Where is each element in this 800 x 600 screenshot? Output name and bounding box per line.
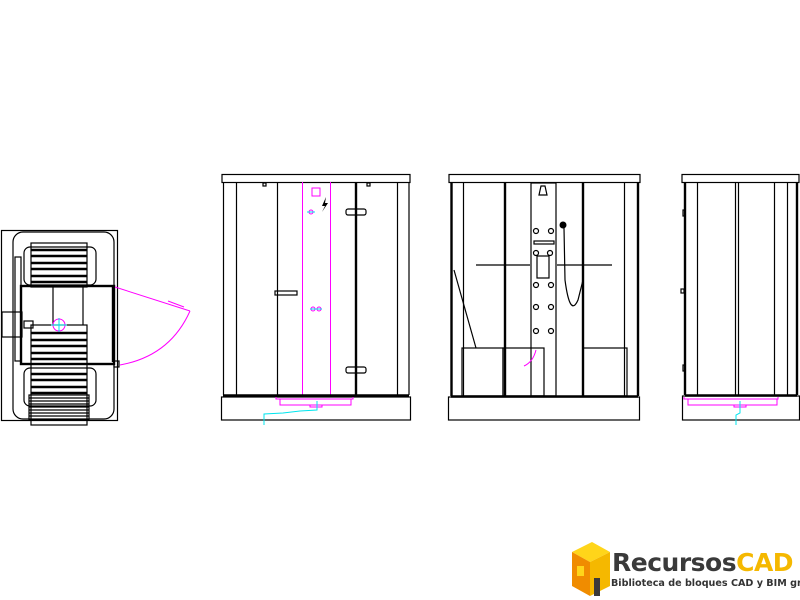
side-top-cap (681, 173, 800, 184)
rear-seat-left (461, 347, 504, 397)
plan-seat-top-frame (23, 246, 97, 286)
front-tray-base (220, 396, 412, 421)
rear-top-cap (448, 173, 641, 184)
door-swing-arc (114, 286, 191, 366)
logo-title-part2: CAD (736, 548, 794, 577)
front-hinge-top (345, 208, 367, 216)
logo-title-part1: Recursos (612, 548, 737, 577)
plan-seat-top-slats (30, 242, 88, 288)
front-top-cap (221, 173, 411, 184)
rear-tray-base (447, 396, 641, 421)
plan-column (1, 311, 23, 338)
front-hinge-bottom (345, 366, 367, 374)
front-elevation (220, 173, 412, 425)
electric-icon (322, 197, 328, 212)
rain-showerhead-icon (538, 185, 548, 196)
plan-step-slats (28, 394, 90, 421)
plan-seat-bottom-frame (23, 367, 97, 407)
front-door-handle (274, 290, 298, 296)
recursoscad-logo: RecursosCAD Biblioteca de bloques CAD y … (570, 540, 800, 600)
side-elevation (680, 173, 800, 425)
plan-door-hinge (113, 360, 120, 368)
body-jets (532, 227, 555, 335)
logo-tagline: Biblioteca de bloques CAD y BIM gratuita (611, 578, 800, 589)
column-controls (536, 255, 550, 279)
front-junction-box (311, 187, 321, 197)
logo-house-icon (572, 542, 610, 596)
rear-elevation (447, 173, 641, 421)
hand-shower-icon (559, 221, 567, 229)
plan-view (0, 229, 191, 426)
column-shelf (533, 240, 555, 245)
shower-hose (563, 227, 584, 307)
rear-seat-center (502, 347, 545, 397)
side-hose (453, 269, 477, 349)
side-tray-base (681, 395, 800, 421)
logo-title: RecursosCAD (612, 548, 794, 577)
plan-tap (23, 320, 34, 329)
rear-seat-right (582, 347, 628, 397)
